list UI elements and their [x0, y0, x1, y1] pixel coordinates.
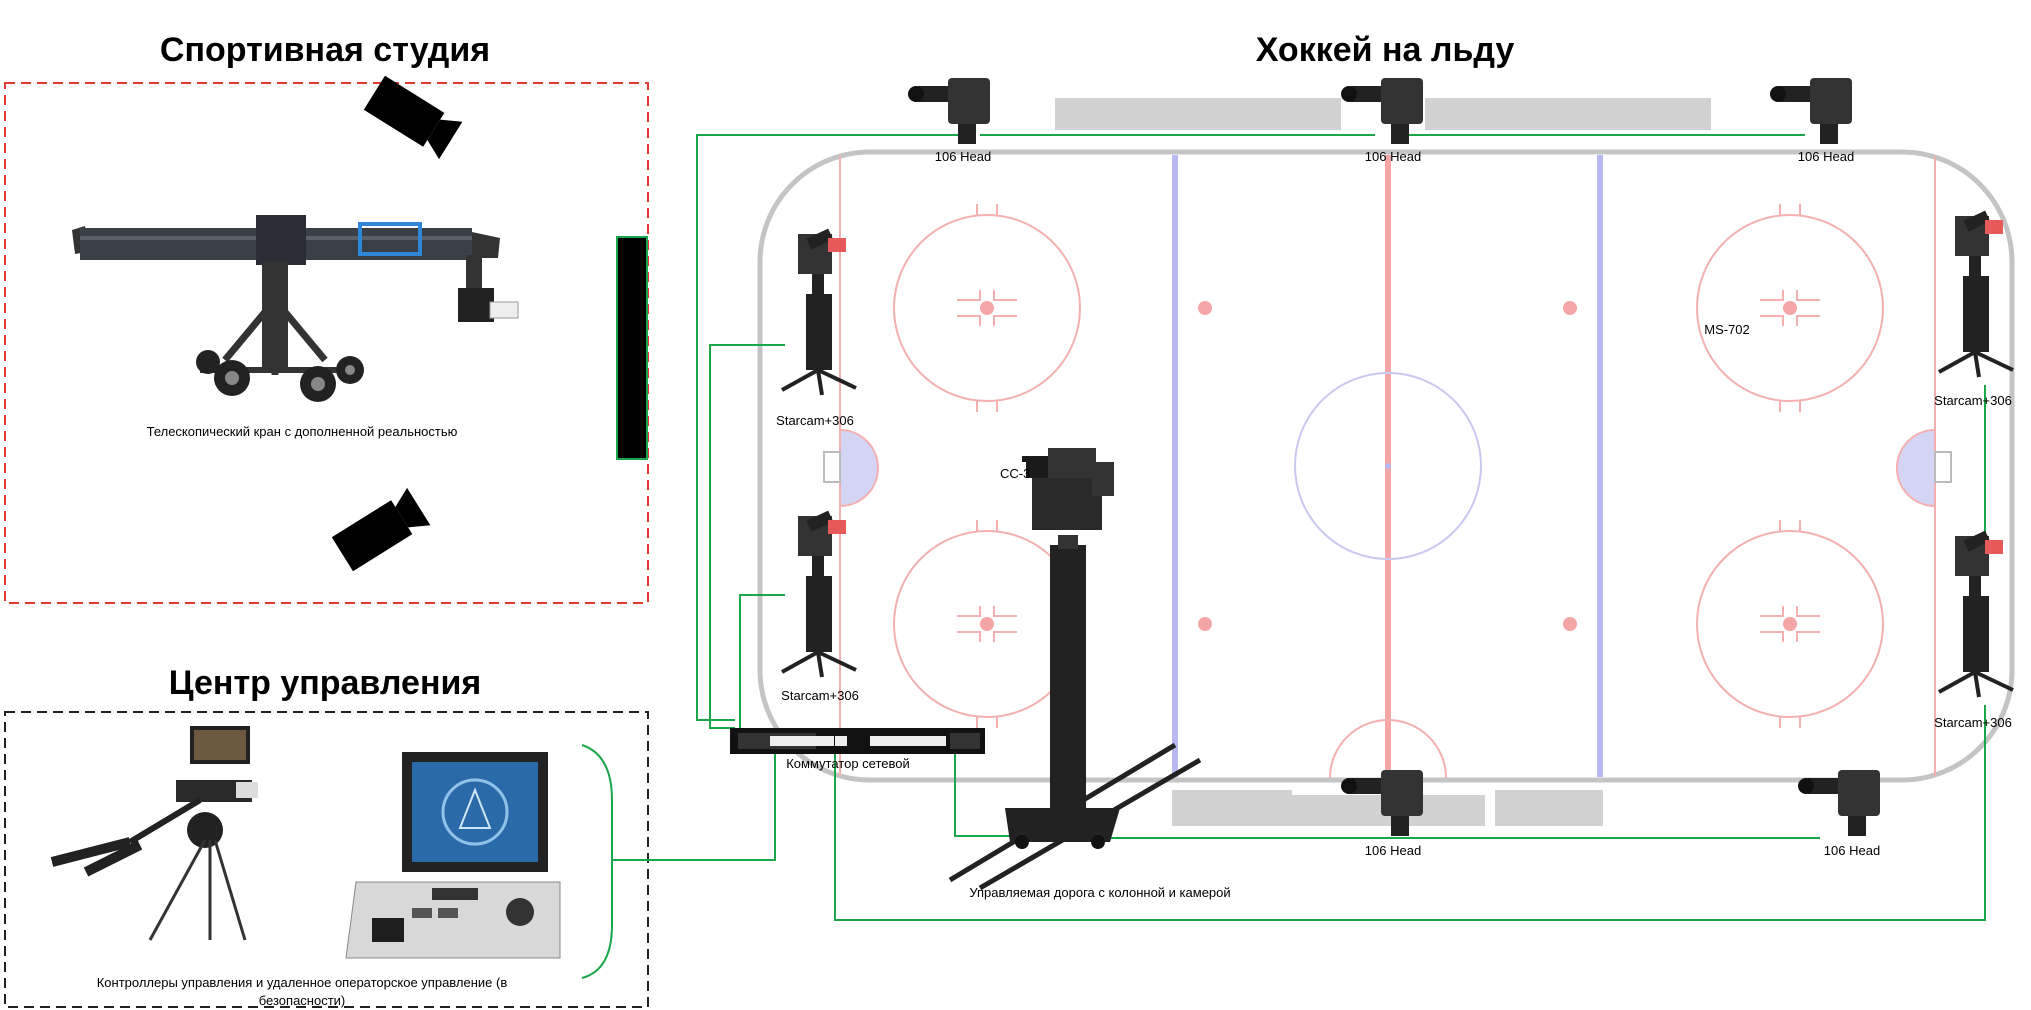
head-label-bottom-center: 106 Head — [1365, 843, 1421, 858]
head-camera-top-left-icon — [908, 78, 990, 144]
studio-camera-icon-top — [363, 75, 463, 160]
track-label: Управляемая дорога с колонной и камерой — [969, 885, 1230, 900]
crane-label: Телескопический кран с дополненной реаль… — [147, 424, 458, 439]
track-dolly-column-icon — [948, 448, 1202, 891]
remote-controller-icon — [50, 726, 258, 941]
starcam-label-right-top: Starcam+306 — [1934, 393, 2012, 408]
ms702-label: MS-702 — [1704, 322, 1750, 337]
goal-crease-left — [839, 428, 879, 508]
hockey-rink — [757, 98, 2015, 826]
studio-camera-icon-bottom — [331, 487, 431, 572]
starcam-label-left-top: Starcam+306 — [776, 413, 854, 428]
cc-column-label: CC-3 — [1000, 466, 1030, 481]
hockey-title: Хоккей на льду — [1256, 31, 1515, 69]
head-label-bottom-right: 106 Head — [1824, 843, 1880, 858]
head-camera-bottom-right-icon — [1798, 770, 1880, 836]
telescopic-crane-icon — [72, 215, 519, 402]
faceoff-circle-tl — [893, 214, 1081, 402]
switch-label: Коммутатор сетевой — [786, 756, 910, 771]
controllers-label-line1: Контроллеры управления и удаленное опера… — [97, 975, 508, 990]
starcam-left-top-icon — [781, 228, 857, 396]
starcam-right-bottom-icon — [1938, 530, 2014, 698]
starcam-right-top-icon — [1938, 210, 2014, 378]
starcam-left-bottom-icon — [781, 510, 857, 678]
network-switch-icon — [730, 728, 985, 754]
control-console-icon — [345, 752, 561, 959]
studio-screen — [616, 236, 648, 460]
controllers-label-line2: безопасности) — [259, 993, 346, 1008]
starcam-label-right-bottom: Starcam+306 — [1934, 715, 2012, 730]
head-label-top-right: 106 Head — [1798, 149, 1854, 164]
center-circle — [1294, 372, 1482, 560]
head-camera-top-center-icon — [1341, 78, 1423, 144]
studio-title: Спортивная студия — [160, 31, 490, 69]
head-camera-top-right-icon — [1770, 78, 1852, 144]
head-label-top-center: 106 Head — [1365, 149, 1421, 164]
control-bracket — [581, 744, 613, 979]
goal-crease-right — [1896, 428, 1936, 508]
network-cables — [612, 134, 1986, 921]
control-title: Центр управления — [169, 664, 481, 702]
faceoff-circle-tr — [1696, 214, 1884, 402]
studio-box — [4, 82, 649, 604]
head-camera-bottom-center-icon — [1341, 770, 1423, 836]
starcam-label-left-bottom: Starcam+306 — [781, 688, 859, 703]
head-label-top-left: 106 Head — [935, 149, 991, 164]
faceoff-circle-br — [1696, 530, 1884, 718]
